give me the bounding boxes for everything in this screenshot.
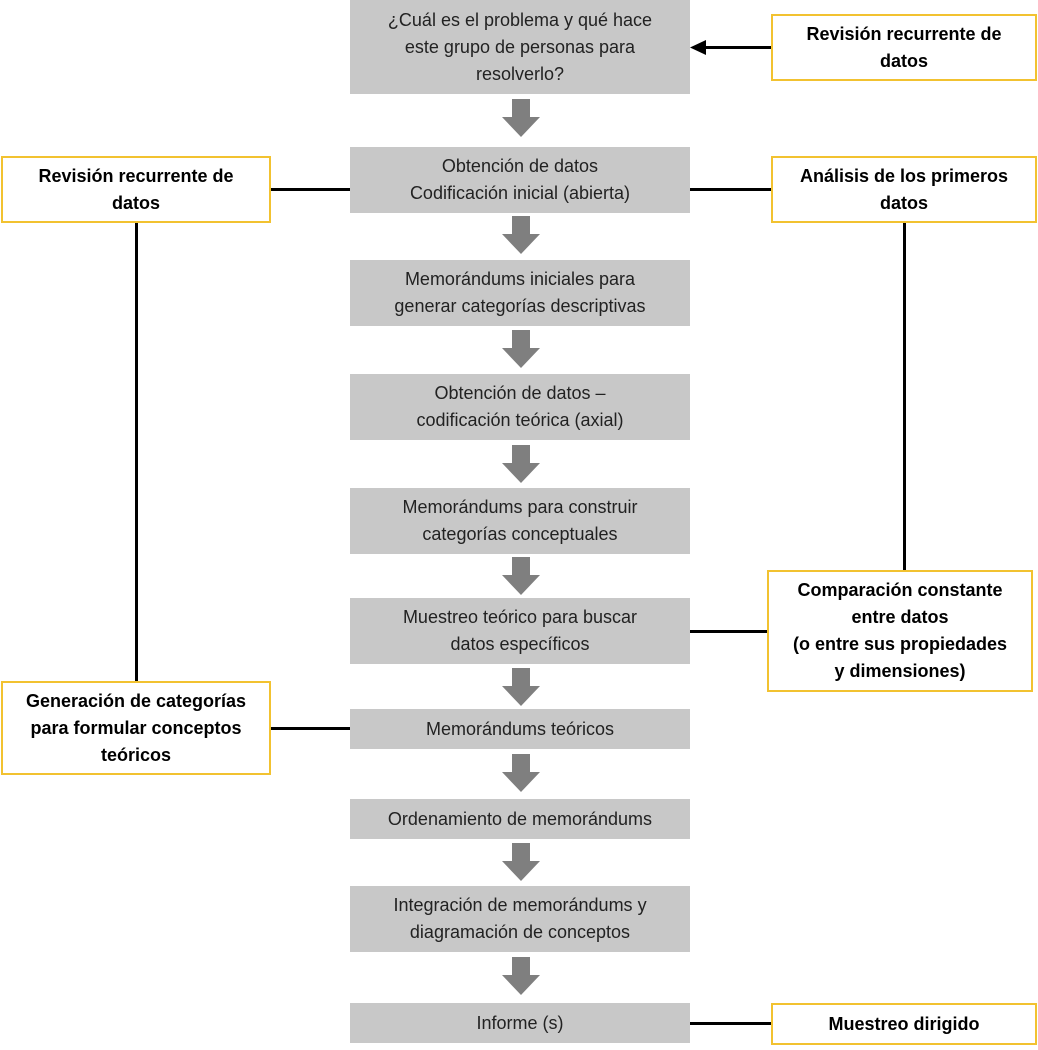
- down-arrow-icon: [502, 668, 540, 706]
- side-box-recurrent-review-top: Revisión recurrente de datos: [771, 14, 1037, 81]
- down-arrow-icon: [502, 330, 540, 368]
- arrowhead-left-icon: [690, 40, 706, 55]
- connector-line: [704, 46, 771, 49]
- step-theoretical-sampling: Muestreo teórico para buscar datos espec…: [350, 598, 690, 664]
- step-conceptual-memos: Memorándums para construir categorías co…: [350, 488, 690, 554]
- connector-line: [690, 188, 771, 191]
- down-arrow-icon: [502, 445, 540, 483]
- connector-line: [271, 188, 350, 191]
- side-box-directed-sampling: Muestreo dirigido: [771, 1003, 1037, 1045]
- down-arrow-icon: [502, 957, 540, 995]
- side-box-category-generation: Generación de categorías para formular c…: [1, 681, 271, 775]
- step-report: Informe (s): [350, 1003, 690, 1043]
- down-arrow-icon: [502, 99, 540, 137]
- step-problem: ¿Cuál es el problema y qué hace este gru…: [350, 0, 690, 94]
- connector-line: [690, 1022, 771, 1025]
- connector-line: [271, 727, 350, 730]
- side-box-recurrent-review-left: Revisión recurrente de datos: [1, 156, 271, 223]
- step-data-collection-initial-coding: Obtención de datos Codificación inicial …: [350, 147, 690, 213]
- step-memo-integration: Integración de memorándums y diagramació…: [350, 886, 690, 952]
- down-arrow-icon: [502, 557, 540, 595]
- step-theoretical-coding: Obtención de datos – codificación teóric…: [350, 374, 690, 440]
- down-arrow-icon: [502, 843, 540, 881]
- side-box-first-data-analysis: Análisis de los primeros datos: [771, 156, 1037, 223]
- connector-line: [135, 223, 138, 681]
- down-arrow-icon: [502, 754, 540, 792]
- down-arrow-icon: [502, 216, 540, 254]
- connector-line: [903, 223, 906, 570]
- connector-line: [690, 630, 767, 633]
- step-memo-sorting: Ordenamiento de memorándums: [350, 799, 690, 839]
- step-initial-memos: Memorándums iniciales para generar categ…: [350, 260, 690, 326]
- step-theoretical-memos: Memorándums teóricos: [350, 709, 690, 749]
- side-box-constant-comparison: Comparación constante entre datos (o ent…: [767, 570, 1033, 692]
